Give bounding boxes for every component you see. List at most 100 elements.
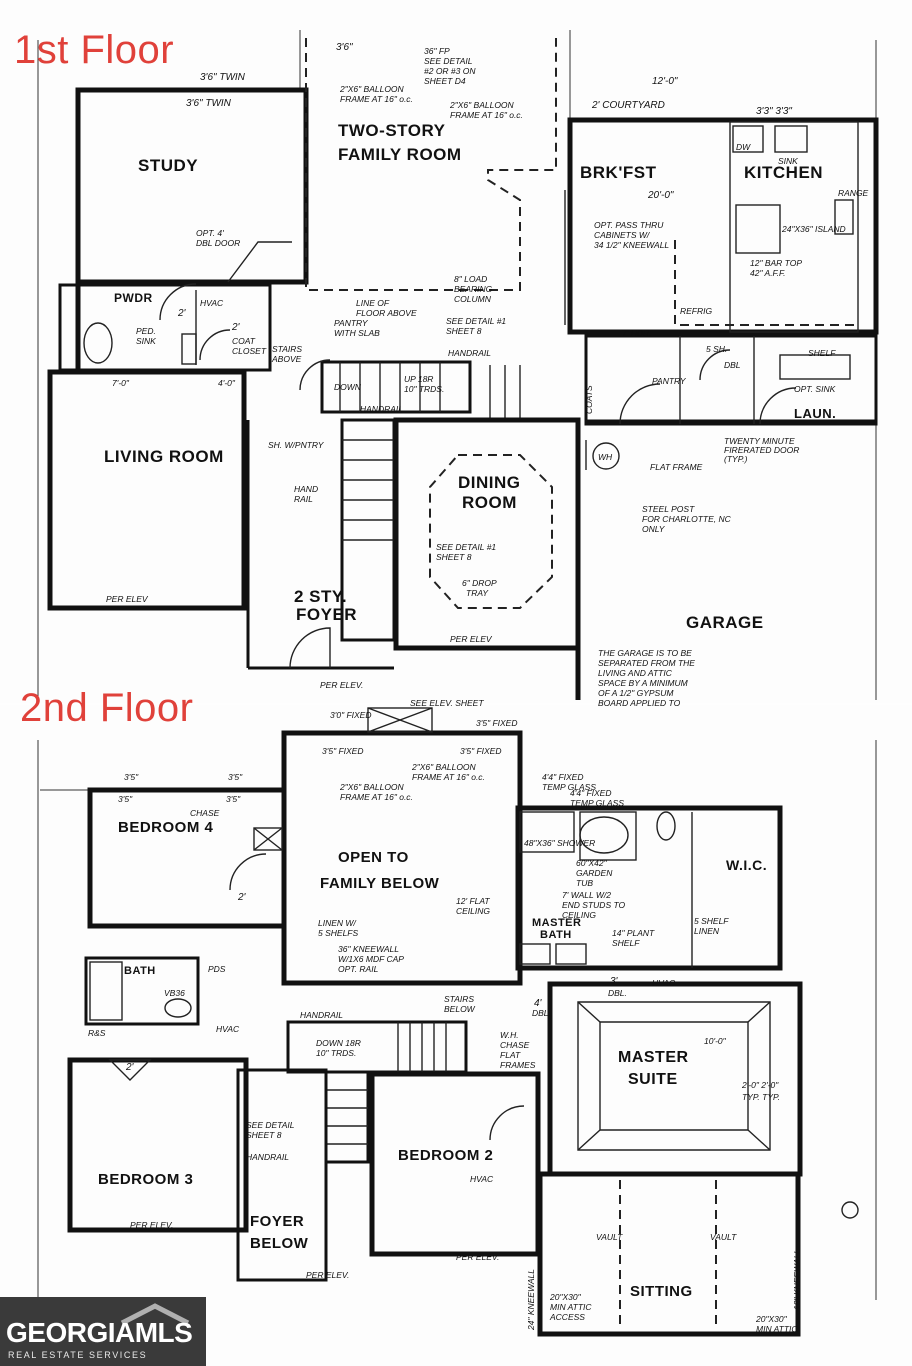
room-label-dining-2: ROOM — [462, 493, 517, 512]
note-linen-1: LINEN W/ — [318, 918, 357, 928]
note-temp-glass-1: 4'4" FIXED — [542, 772, 584, 782]
note-load-3: COLUMN — [454, 294, 492, 304]
note-range: RANGE — [838, 188, 869, 198]
note-tub-3: TUB — [576, 878, 593, 888]
note-fixed-2: 3'5" FIXED — [476, 718, 518, 728]
bathtub — [89, 961, 123, 1021]
note-per-elev-a: PER ELEV. — [130, 1220, 173, 1230]
room-label-bedroom4: BEDROOM 4 — [118, 819, 214, 836]
room-label-garage: GARAGE — [686, 613, 764, 632]
note-tub-2: GARDEN — [576, 868, 613, 878]
note-steel-3: ONLY — [642, 524, 666, 534]
note-opt-sink: OPT. SINK — [794, 384, 836, 394]
note-dbl: DBL — [724, 360, 741, 370]
note-dim-35c: 3'5" — [118, 794, 133, 804]
note-bar-top-1: 12" BAR TOP — [750, 258, 802, 268]
note-stairs-below-2: BELOW — [444, 1004, 476, 1014]
note-kneewall-24: 24" KNEEWALL — [526, 1269, 536, 1331]
second-floor-labels: BEDROOM 4 OPEN TO FAMILY BELOW MASTER BA… — [88, 698, 802, 1334]
first-floor-labels: STUDY TWO-STORY FAMILY ROOM BRK'FST KITC… — [104, 42, 869, 708]
dining-room-walls — [393, 417, 581, 651]
room-label-dining-1: DINING — [458, 473, 521, 492]
note-pantry: PANTRY — [652, 376, 687, 386]
note-see-detail-b: SHEET 8 — [246, 1130, 282, 1140]
note-shelf-linen-1: 5 SHELF — [694, 916, 729, 926]
note-down-18r: DOWN 18R — [316, 1038, 361, 1048]
note-flat-ceil-1: 12' FLAT — [456, 896, 490, 906]
room-label-foyer-2: FOYER — [296, 605, 357, 624]
note-typ: TYP. TYP. — [742, 1092, 780, 1102]
note-dim-200: 20'-0" — [647, 190, 674, 201]
note-drop-tray-2: TRAY — [466, 588, 489, 598]
note-wall-studs-3: CEILING — [562, 910, 596, 920]
note-5sh: 5 SH. — [706, 344, 727, 354]
note-kneewall-18: 18" KNEEWALL — [792, 1249, 802, 1310]
note-dim-35b: 3'5" — [228, 772, 243, 782]
note-vb36: VB36 — [164, 988, 185, 998]
note-chase: CHASE — [190, 808, 220, 818]
note-garage-4: SPACE BY A MINIMUM — [598, 678, 689, 688]
note-dim-70: 7'-0" — [112, 378, 130, 388]
note-fixed-3: 3'5" FIXED — [322, 746, 364, 756]
logo-tagline: REAL ESTATE SERVICES — [8, 1350, 148, 1360]
note-dbl-a: DBL. — [608, 988, 627, 998]
note-see-detail-1: SEE DETAIL #1 — [446, 316, 506, 326]
bedroom3-walls — [67, 1057, 249, 1233]
note-flat-frame-1: FLAT — [500, 1050, 521, 1060]
note-twenty-1: TWENTY MINUTE — [724, 436, 795, 446]
kitchen-island — [735, 204, 781, 254]
note-pantry-slab-2: WITH SLAB — [334, 328, 380, 338]
note-balloon-c: 2"X6" BALLOON — [339, 782, 405, 792]
note-balloon-d: FRAME AT 16" o.c. — [340, 792, 413, 802]
note-per-elev-3: PER ELEV. — [320, 680, 363, 690]
note-pass-thru-2: CABINETS W/ — [594, 230, 651, 240]
room-label-kitchen: KITCHEN — [744, 163, 823, 182]
note-hvac-b: HVAC — [652, 978, 676, 988]
note-balloon-b: FRAME AT 16" o.c. — [412, 772, 485, 782]
note-per-elev-b: PER ELEV. — [456, 1252, 499, 1262]
note-per-elev-1: PER ELEV — [106, 594, 149, 604]
note-fixed-4: 3'5" FIXED — [460, 746, 502, 756]
house-roof-icon — [120, 1303, 190, 1325]
room-label-master-suite-2: SUITE — [628, 1071, 678, 1088]
note-fp-sheet: SHEET D4 — [424, 76, 466, 86]
note-balloon-4: FRAME AT 16" o.c. — [450, 110, 523, 120]
room-label-study: STUDY — [138, 156, 198, 175]
note-sh-pntry: SH. W/PNTRY — [268, 440, 325, 450]
note-bar-top-2: 42" A.F.F. — [750, 268, 785, 278]
note-per-elev-2: PER ELEV — [450, 634, 493, 644]
note-dim-36: 3'6" — [336, 42, 353, 53]
note-up-18r: UP 18R — [404, 374, 433, 384]
note-hdr: 7' HDR. — [622, 328, 652, 338]
note-plant-1: 14" PLANT — [612, 928, 655, 938]
note-pass-thru-1: OPT. PASS THRU — [594, 220, 664, 230]
room-label-pwdr: PWDR — [114, 291, 153, 305]
note-hvac: HVAC — [200, 298, 224, 308]
note-vault-1: VAULT — [596, 1232, 623, 1242]
note-down: DOWN — [334, 382, 362, 392]
note-balloon-2: FRAME AT 16" o.c. — [340, 94, 413, 104]
note-dim-100: 10'-0" — [704, 1036, 727, 1046]
range — [834, 199, 854, 235]
toilet-icon — [656, 811, 676, 841]
room-label-wic: W.I.C. — [726, 857, 767, 873]
note-wh: WH — [598, 452, 613, 462]
note-attic-4: 20"X30" — [755, 1314, 788, 1324]
note-load-1: 8" LOAD — [454, 274, 487, 284]
second-floor-plan — [37, 707, 877, 1337]
note-dim-35a: 3'5" — [124, 772, 139, 782]
note-shower: 48"X36" SHOWER — [524, 838, 595, 848]
note-coats: COATS — [584, 385, 594, 414]
note-trds-2: 10" TRDS. — [316, 1048, 356, 1058]
note-plant-2: SHELF — [612, 938, 640, 948]
room-label-sitting: SITTING — [630, 1283, 693, 1300]
note-line-floor-1: LINE OF — [356, 298, 390, 308]
room-label-brkfst: BRK'FST — [580, 163, 657, 182]
note-wall-studs-1: 7' WALL W/2 — [562, 890, 611, 900]
note-balloon-3: 2"X6" BALLOON — [449, 100, 515, 110]
note-pass-thru-3: 34 1/2" KNEEWALL — [594, 240, 669, 250]
logo-wordmark: GEORGIAMLS — [6, 1317, 193, 1348]
note-fp-detail: SEE DETAIL — [424, 56, 473, 66]
note-steel-1: STEEL POST — [642, 504, 695, 514]
